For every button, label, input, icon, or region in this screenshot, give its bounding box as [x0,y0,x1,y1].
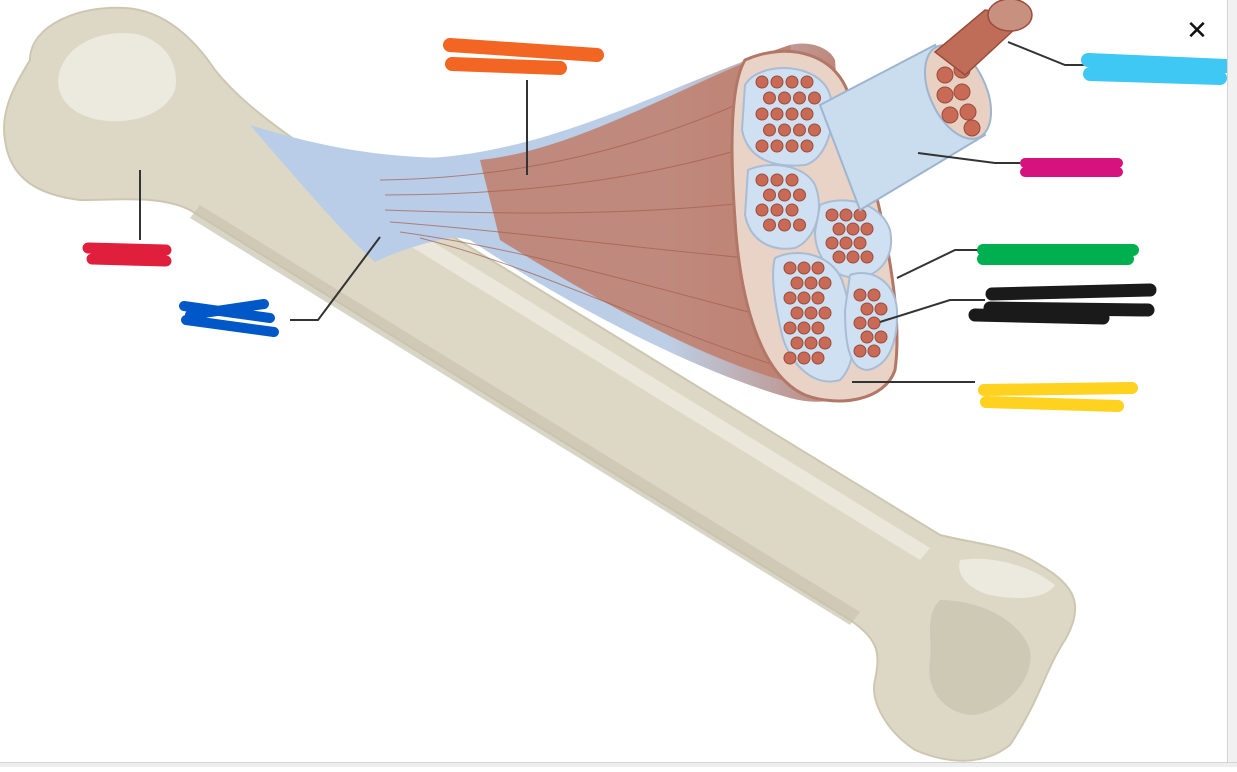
fiber-dot [812,292,824,304]
fiber-dot [794,92,806,104]
fiber-dot [847,223,859,235]
label-redaction-muscle-fiber [1088,60,1226,78]
fiber-dot [756,108,768,120]
fiber-dot [805,277,817,289]
fiber-dot [784,322,796,334]
fiber-dot [833,251,845,263]
label-redaction-tendon [184,304,274,332]
fiber-dot [786,174,798,186]
fiber-dot [779,124,791,136]
leader-line-epimysium [897,250,985,278]
fiber-dot [786,140,798,152]
fiber-dot [812,352,824,364]
label-redaction-epimysium [983,250,1133,259]
close-icon: ✕ [1186,16,1208,46]
fiber-dot [826,237,838,249]
fiber-dot [786,76,798,88]
fiber-dot [847,251,859,263]
fiber-dot [771,204,783,216]
fiber-dot [794,219,806,231]
fiber-dot [784,262,796,274]
fiber-dot [805,307,817,319]
fiber-dot [798,262,810,274]
muscle-fiber-end [988,0,1032,31]
fiber-dot [812,322,824,334]
fiber-dot [826,209,838,221]
fiber-dot [937,87,953,103]
fiber-dot [954,84,970,100]
fiber-dot [764,189,776,201]
fiber-dot [756,76,768,88]
label-redaction-fascicle [1025,163,1118,172]
fiber-dot [791,307,803,319]
muscle-fiber [935,0,1032,75]
fiber-dot [861,251,873,263]
fiber-dot [771,108,783,120]
fiber-dot [756,204,768,216]
label-redaction-skeletal-muscle [450,45,597,68]
fiber-dot [801,140,813,152]
fiber-dot [854,345,866,357]
fiber-dot [784,352,796,364]
fiber-dot [960,104,976,120]
fiber-dot [798,352,810,364]
fiber-dot [875,331,887,343]
fiber-dot [779,92,791,104]
fiber-dot [791,277,803,289]
fiber-dot [812,262,824,274]
fiber-dot [784,292,796,304]
scrollbar[interactable] [1227,0,1237,767]
fiber-dot [854,237,866,249]
fiber-dot [764,219,776,231]
skeletal-muscle [250,0,1032,402]
fiber-dot [861,223,873,235]
fiber-dot [794,124,806,136]
fiber-dot [764,92,776,104]
fiber-dot [854,317,866,329]
fiber-dot [840,237,852,249]
fiber-dot [819,307,831,319]
fiber-dot [868,317,880,329]
fiber-dot [791,337,803,349]
close-button[interactable]: ✕ [1180,14,1214,48]
fiber-dot [786,108,798,120]
fiber-dot [868,289,880,301]
fiber-dot [756,174,768,186]
fiber-dot [805,337,817,349]
fiber-dot [756,140,768,152]
fiber-dot [794,189,806,201]
fiber-dot [819,337,831,349]
fiber-dot [771,76,783,88]
fiber-dot [771,140,783,152]
label-redaction-perimysium [975,290,1150,318]
fiber-dot [868,345,880,357]
fiber-dot [937,67,953,83]
fiber-dot [786,204,798,216]
fiber-dot [779,189,791,201]
fiber-dot [801,108,813,120]
fiber-dot [854,289,866,301]
leader-line-muscle-fiber [1008,42,1085,65]
label-redaction-endomysium [984,388,1132,406]
fiber-dot [801,76,813,88]
fiber-dot [779,219,791,231]
fiber-dot [771,174,783,186]
fiber-dot [819,277,831,289]
fiber-dot [942,107,958,123]
fiber-dot [875,303,887,315]
label-redaction-bone [88,248,166,261]
window-bottom-edge [0,762,1237,767]
fiber-dot [861,303,873,315]
fiber-dot [809,124,821,136]
fiber-dot [764,124,776,136]
fiber-dot [798,322,810,334]
fiber-dot [809,92,821,104]
fiber-dot [833,223,845,235]
fiber-dot [798,292,810,304]
fiber-dot [964,120,980,136]
fiber-dot [861,331,873,343]
fiber-dot [840,209,852,221]
